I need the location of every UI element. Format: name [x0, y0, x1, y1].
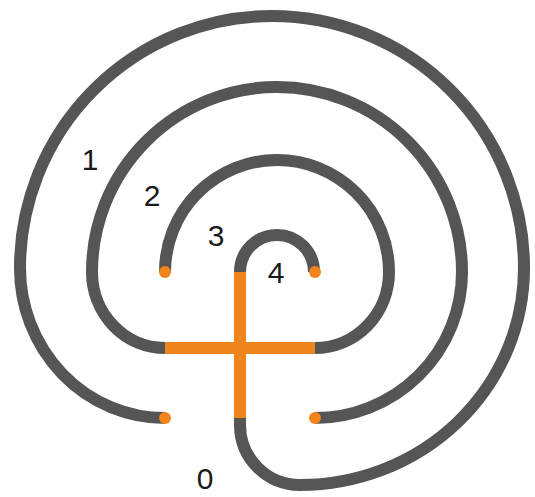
callout-number: 4 [268, 258, 285, 288]
third-wall [92, 87, 462, 418]
labyrinth-walls [20, 16, 524, 485]
seed-dot [309, 266, 321, 278]
seed-dots [159, 266, 321, 424]
seed-cross [165, 272, 315, 418]
callout-number: 0 [197, 464, 214, 494]
seed-dot [159, 412, 171, 424]
seed-dot [159, 266, 171, 278]
seed-dot [309, 412, 321, 424]
cross-horizontal [165, 342, 315, 354]
callout-number: 3 [208, 221, 225, 251]
second-wall [165, 160, 389, 348]
callout-number: 2 [144, 181, 161, 211]
callout-number: 1 [82, 145, 99, 175]
outer-wall [20, 16, 524, 485]
